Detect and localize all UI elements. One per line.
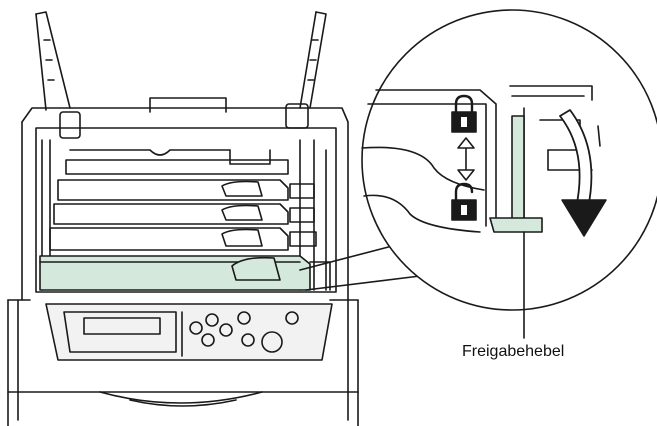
release-lever [489,115,543,233]
lcd-display [83,317,161,335]
panel-button [201,333,215,347]
panel-button [219,323,233,337]
panel-button [241,333,255,347]
panel-button [205,313,219,327]
toner-cartridge-1 [57,179,315,201]
panel-button [261,331,283,353]
toner-cartridge-highlighted [39,255,331,291]
panel-button [285,311,299,325]
control-panel [45,303,333,361]
toner-cartridge-2 [53,203,315,225]
toner-cartridge-3 [49,227,317,251]
release-lever-label: Freigabehebel [462,343,565,360]
lock-open-icon [451,182,477,221]
double-arrow-icon [457,137,475,181]
rotate-down-arrow-icon [559,109,607,237]
panel-button [237,311,251,325]
panel-button [189,321,203,335]
zoom-connector-lines [299,243,421,291]
zoom-callout-circle [361,9,657,311]
lock-closed-icon [451,94,477,133]
printer-top-cover [35,11,327,139]
printer-interior [41,139,327,291]
printer-body [7,107,359,426]
